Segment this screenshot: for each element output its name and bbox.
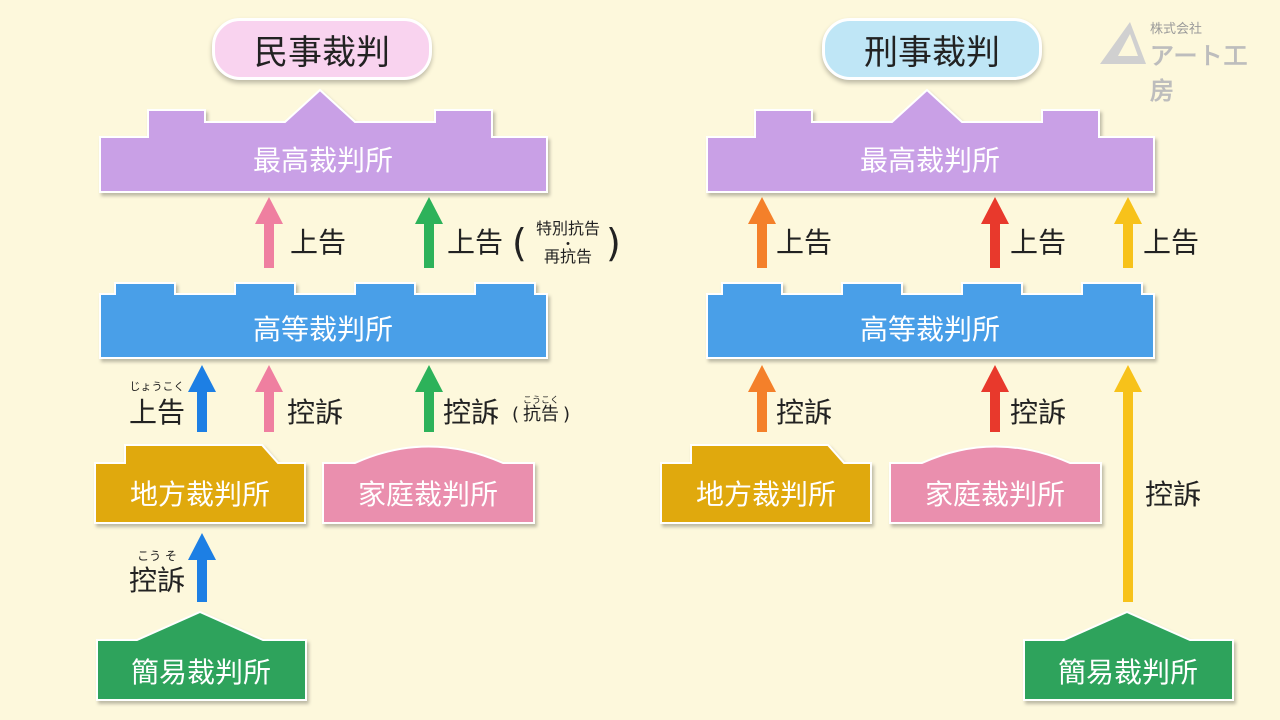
criminal-family-court-shape <box>889 445 1102 524</box>
civil-kokoku-label: 抗告 <box>523 404 559 425</box>
criminal-arrow-orange-lower <box>748 365 776 432</box>
civil-title-pill: 民事裁判 <box>212 18 432 80</box>
criminal-supreme-court-shape <box>706 88 1155 193</box>
criminal-summary-court-shape <box>1023 610 1234 701</box>
criminal-appeal-red-label: 上告 <box>1010 226 1066 259</box>
civil-arrow-pink-upper <box>255 197 283 268</box>
criminal-high-court-shape <box>706 282 1155 359</box>
civil-summary-court: 簡易裁判所 <box>96 610 307 701</box>
criminal-district-court-shape <box>660 444 872 524</box>
civil-appeal-green-note-top: 特別抗告 <box>536 219 600 238</box>
civil-district-court-shape <box>94 444 306 524</box>
criminal-supreme-court: 最高裁判所 <box>706 88 1155 193</box>
civil-high-label: 高等裁判所 <box>253 313 393 346</box>
civil-kokoku-close: ) <box>563 404 570 425</box>
criminal-arrow-red-upper <box>981 197 1009 268</box>
criminal-summary-court: 簡易裁判所 <box>1023 610 1234 701</box>
civil-family-label: 家庭裁判所 <box>358 478 498 511</box>
logo-company-small: 株式会社 <box>1150 22 1203 37</box>
civil-family-court: 家庭裁判所 <box>322 445 535 524</box>
criminal-title: 刑事裁判 <box>864 32 1000 73</box>
civil-koso-green-label: 控訴 <box>443 396 499 429</box>
civil-district-court: 地方裁判所 <box>94 444 306 524</box>
criminal-arrow-orange-upper <box>748 197 776 268</box>
civil-arrow-blue-lower <box>188 533 216 602</box>
civil-appeal-green-label: 上告 <box>447 226 503 259</box>
criminal-koso-orange-label: 控訴 <box>776 396 832 429</box>
civil-supreme-court-shape <box>99 88 548 193</box>
triangle-logo-icon <box>1100 22 1146 64</box>
civil-koso-bottom-label: 控訴 <box>129 564 185 597</box>
company-logo: 株式会社 アート工房 <box>1100 18 1265 105</box>
civil-jokoku-ruby: じょうこく <box>130 380 185 393</box>
criminal-arrow-yellow-upper <box>1114 197 1142 268</box>
civil-paren-close: ) <box>606 221 621 265</box>
civil-arrow-green-upper <box>415 197 443 268</box>
civil-kokoku-ruby: こうこく <box>523 395 559 406</box>
civil-arrow-pink-lower <box>255 365 283 432</box>
civil-koso-pink-label: 控訴 <box>287 396 343 429</box>
civil-supreme-label: 最高裁判所 <box>253 144 393 177</box>
civil-supreme-court: 最高裁判所 <box>99 88 548 193</box>
criminal-title-pill: 刑事裁判 <box>822 18 1042 80</box>
civil-arrow-blue-upper <box>188 365 216 432</box>
criminal-family-court: 家庭裁判所 <box>889 445 1102 524</box>
criminal-supreme-label: 最高裁判所 <box>860 144 1000 177</box>
civil-title: 民事裁判 <box>254 32 390 73</box>
criminal-koso-yellow-label: 控訴 <box>1145 478 1201 511</box>
civil-district-label: 地方裁判所 <box>130 478 270 511</box>
civil-paren-open: ( <box>512 221 527 265</box>
civil-jokoku-label: 上告 <box>129 396 185 429</box>
criminal-appeal-yellow-label: 上告 <box>1143 226 1199 259</box>
criminal-district-label: 地方裁判所 <box>696 478 836 511</box>
civil-family-court-shape <box>322 445 535 524</box>
criminal-district-court: 地方裁判所 <box>660 444 872 524</box>
civil-high-court-shape <box>99 282 548 359</box>
civil-summary-court-shape <box>96 610 307 701</box>
criminal-high-court: 高等裁判所 <box>706 282 1155 359</box>
criminal-summary-label: 簡易裁判所 <box>1058 656 1198 689</box>
civil-appeal-pink-label: 上告 <box>290 226 346 259</box>
civil-high-court: 高等裁判所 <box>99 282 548 359</box>
civil-appeal-green-note-dot: ・ <box>561 237 575 253</box>
civil-arrow-green-lower <box>415 365 443 432</box>
civil-summary-label: 簡易裁判所 <box>131 656 271 689</box>
logo-company-name: アート工房 <box>1150 42 1249 105</box>
criminal-family-label: 家庭裁判所 <box>925 478 1065 511</box>
criminal-high-label: 高等裁判所 <box>860 313 1000 346</box>
criminal-arrow-red-lower <box>981 365 1009 432</box>
criminal-koso-red-label: 控訴 <box>1010 396 1066 429</box>
civil-kokoku-open: ( <box>512 404 519 425</box>
criminal-arrow-yellow-long <box>1114 365 1142 602</box>
civil-appeal-green-note-bottom: 再抗告 <box>544 247 592 266</box>
criminal-appeal-orange-label: 上告 <box>776 226 832 259</box>
civil-koso-ruby: こう そ <box>137 549 177 563</box>
